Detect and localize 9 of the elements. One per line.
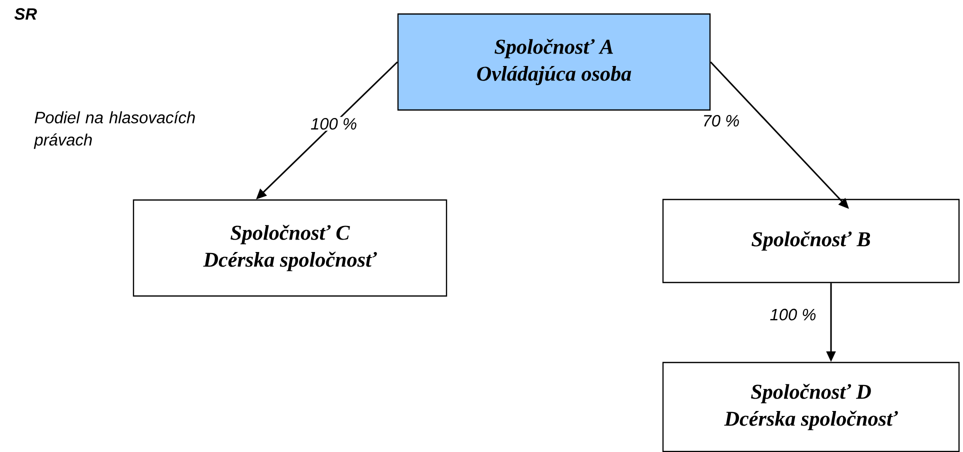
company-box: Spoločnosť B	[662, 198, 960, 284]
edge-label: 70 %	[704, 114, 739, 127]
company-box: Spoločnosť D Dcérska spoločnosť	[662, 362, 960, 452]
edge-label: 100 %	[309, 116, 358, 131]
region-label: SR	[14, 8, 37, 20]
company-box: Spoločnosť C Dcérska spoločnosť	[132, 199, 448, 297]
company-box: Spoločnosť A Ovládajúca osoba	[397, 13, 711, 111]
edge-label: 100 %	[770, 308, 816, 320]
note-text: Podiel na hlasovacích právach	[34, 111, 195, 149]
